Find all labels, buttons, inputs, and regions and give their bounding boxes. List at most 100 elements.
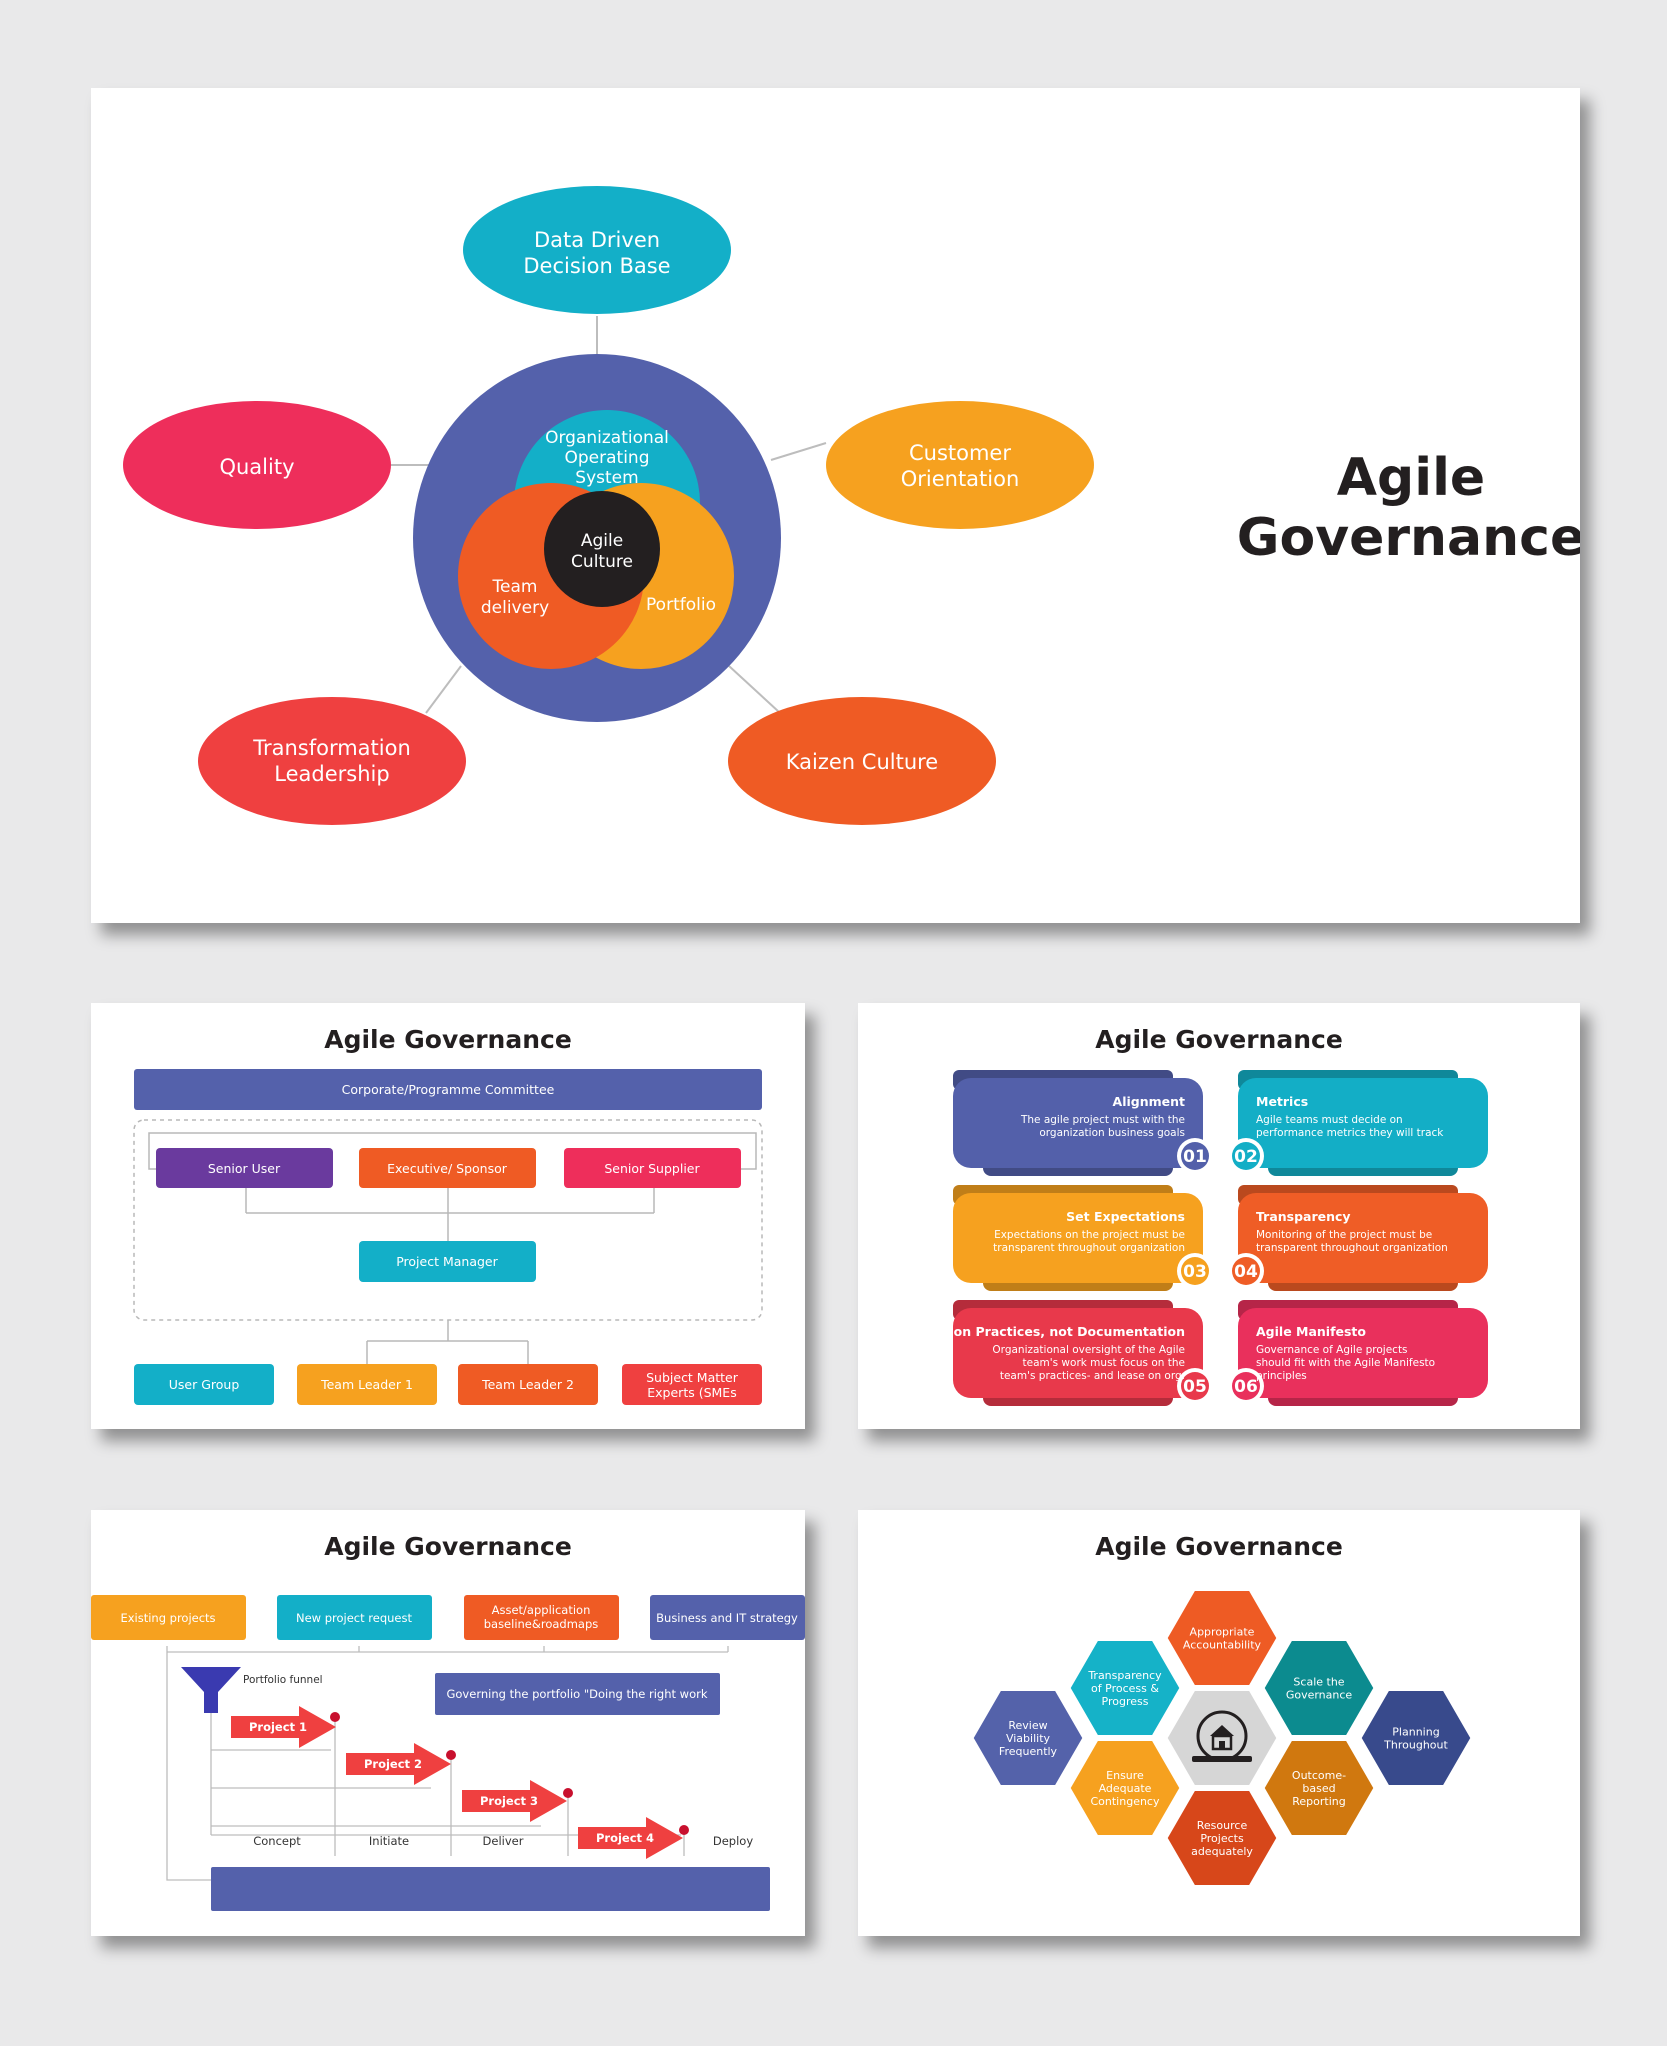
hex-7-label-3: Reporting: [1292, 1795, 1345, 1808]
slide5-title: Agile Governance: [1095, 1532, 1343, 1561]
principle-text-01-1: The agile project must with the: [1020, 1114, 1185, 1126]
svg-text:Kaizen Culture: Kaizen Culture: [786, 750, 938, 774]
senior-user-label: Senior User: [208, 1161, 281, 1176]
sme-box: [622, 1364, 762, 1405]
svg-text:Corporate/Programme Committee: Corporate/Programme Committee: [342, 1082, 555, 1097]
asset-baseline-line1: Asset/application: [492, 1603, 591, 1617]
svg-text:Concept: Concept: [253, 1834, 301, 1848]
principle-number-05: 05: [1183, 1377, 1207, 1397]
svg-text:Portfolio: Portfolio: [646, 595, 716, 615]
svg-text:Decision Base: Decision Base: [523, 254, 670, 278]
hex-1-label-2: Accountability: [1183, 1639, 1262, 1652]
hex-7-label-1: Outcome-: [1292, 1769, 1346, 1782]
svg-text:Data Driven: Data Driven: [534, 228, 660, 252]
principle-number-02: 02: [1234, 1147, 1258, 1167]
principle-number-03: 03: [1183, 1262, 1207, 1282]
business-it-strategy-label: Business and IT strategy: [656, 1611, 798, 1625]
project-manager-box: [359, 1241, 536, 1282]
core-center-line1: Agile: [581, 531, 623, 551]
slide1-title-line1: Agile: [1336, 448, 1486, 508]
hex-4-label-3: Frequently: [999, 1745, 1058, 1758]
principle-title-04: Transparency: [1256, 1209, 1351, 1224]
existing-projects-label: Existing projects: [120, 1611, 215, 1625]
principle-title-03: Set Expectations: [1066, 1209, 1185, 1224]
svg-text:Portfolio funnel: Portfolio funnel: [243, 1674, 323, 1686]
principle-text-04-2: transparent throughout organization: [1256, 1242, 1448, 1254]
hex-6-label-1: Ensure: [1106, 1769, 1144, 1782]
hex-4-label-1: Review: [1008, 1719, 1047, 1732]
principle-title-01: Alignment: [1113, 1094, 1185, 1109]
core-org-line1: Organizational: [545, 428, 669, 448]
hex-8-label-3: adequately: [1191, 1845, 1253, 1858]
petal-bottom-left-line2: Leadership: [274, 762, 389, 786]
svg-text:Initiate: Initiate: [369, 1834, 409, 1848]
principle-text-03-2: transparent throughout organization: [993, 1242, 1185, 1254]
core-team-line2: delivery: [481, 598, 549, 618]
hex-2-label-2: of Process &: [1091, 1682, 1159, 1695]
principle-text-02-2: performance metrics they will track: [1256, 1127, 1444, 1139]
svg-text:Team Leader 2: Team Leader 2: [481, 1377, 574, 1392]
petal-bottom-left: [198, 697, 466, 825]
center-hex: [1164, 1688, 1280, 1788]
principle-text-04-1: Monitoring of the project must be: [1256, 1229, 1432, 1241]
svg-text:Executive/ Sponsor: Executive/ Sponsor: [387, 1161, 508, 1176]
hex-3-label-1: Scale the: [1293, 1676, 1344, 1689]
executive-sponsor-box: [359, 1148, 536, 1188]
sme-label-line2: Experts (SMEs: [647, 1385, 736, 1400]
svg-text:Project 1: Project 1: [249, 1720, 307, 1734]
sme-label-line1: Subject Matter: [646, 1370, 739, 1385]
hex-8-label-1: Resource: [1197, 1819, 1248, 1832]
svg-text:Asset/application: Asset/application: [492, 1603, 591, 1617]
petal-right-line2: Orientation: [901, 467, 1020, 491]
svg-text:Experts (SMEs: Experts (SMEs: [647, 1385, 736, 1400]
svg-text:Transformation: Transformation: [252, 736, 411, 760]
portfolio-diagram: Existing projects New project request As…: [91, 1595, 805, 1911]
principle-number-01: 01: [1183, 1147, 1207, 1167]
petal-top-line1: Data Driven: [534, 228, 660, 252]
hex-3-label-2: Governance: [1286, 1689, 1353, 1702]
slide-governance-structure: Agile Governance Corporate/Programme Com…: [91, 1003, 805, 1429]
slide2-title: Agile Governance: [324, 1025, 572, 1054]
svg-text:Team: Team: [492, 577, 538, 597]
principle-text-01-2: organization business goals: [1039, 1127, 1185, 1139]
senior-user-box: [156, 1148, 333, 1188]
principle-text-06-2: should fit with the Agile Manifesto: [1256, 1357, 1435, 1369]
hex-5-label-1: Planning: [1392, 1726, 1439, 1739]
principle-text-03-1: Expectations on the project must be: [994, 1229, 1185, 1241]
project-1-arrow: [231, 1706, 336, 1748]
principle-text-02-1: Agile teams must decide on: [1256, 1114, 1403, 1126]
principle-text-06-1: Governance of Agile projects: [1256, 1344, 1408, 1356]
petal-bottom-right: [728, 697, 996, 825]
svg-text:Governing the portfolio "Doing: Governing the portfolio "Doing the right…: [446, 1687, 707, 1701]
principle-number-04: 04: [1234, 1262, 1258, 1282]
slide4-title: Agile Governance: [324, 1532, 572, 1561]
svg-text:System: System: [575, 468, 638, 488]
funnel-icon: [181, 1667, 241, 1713]
svg-text:Operating: Operating: [565, 448, 650, 468]
user-group-label: User Group: [169, 1377, 240, 1392]
phase-initiate: Initiate: [369, 1834, 409, 1848]
principle-text-06-3: principles: [1256, 1370, 1307, 1382]
hex-1-label-1: Appropriate: [1190, 1626, 1255, 1639]
svg-text:Project 4: Project 4: [596, 1831, 654, 1845]
svg-text:Quality: Quality: [219, 455, 294, 479]
senior-supplier-box: [564, 1148, 741, 1188]
core-org-line3: System: [575, 468, 638, 488]
center-circle: [544, 491, 660, 607]
hex-8-label-2: Projects: [1200, 1832, 1244, 1845]
executive-sponsor-label: Executive/ Sponsor: [387, 1161, 508, 1176]
governance-building-icon: [1192, 1710, 1252, 1762]
core-portfolio-label: Portfolio: [646, 595, 716, 615]
committee-label: Corporate/Programme Committee: [342, 1082, 555, 1097]
